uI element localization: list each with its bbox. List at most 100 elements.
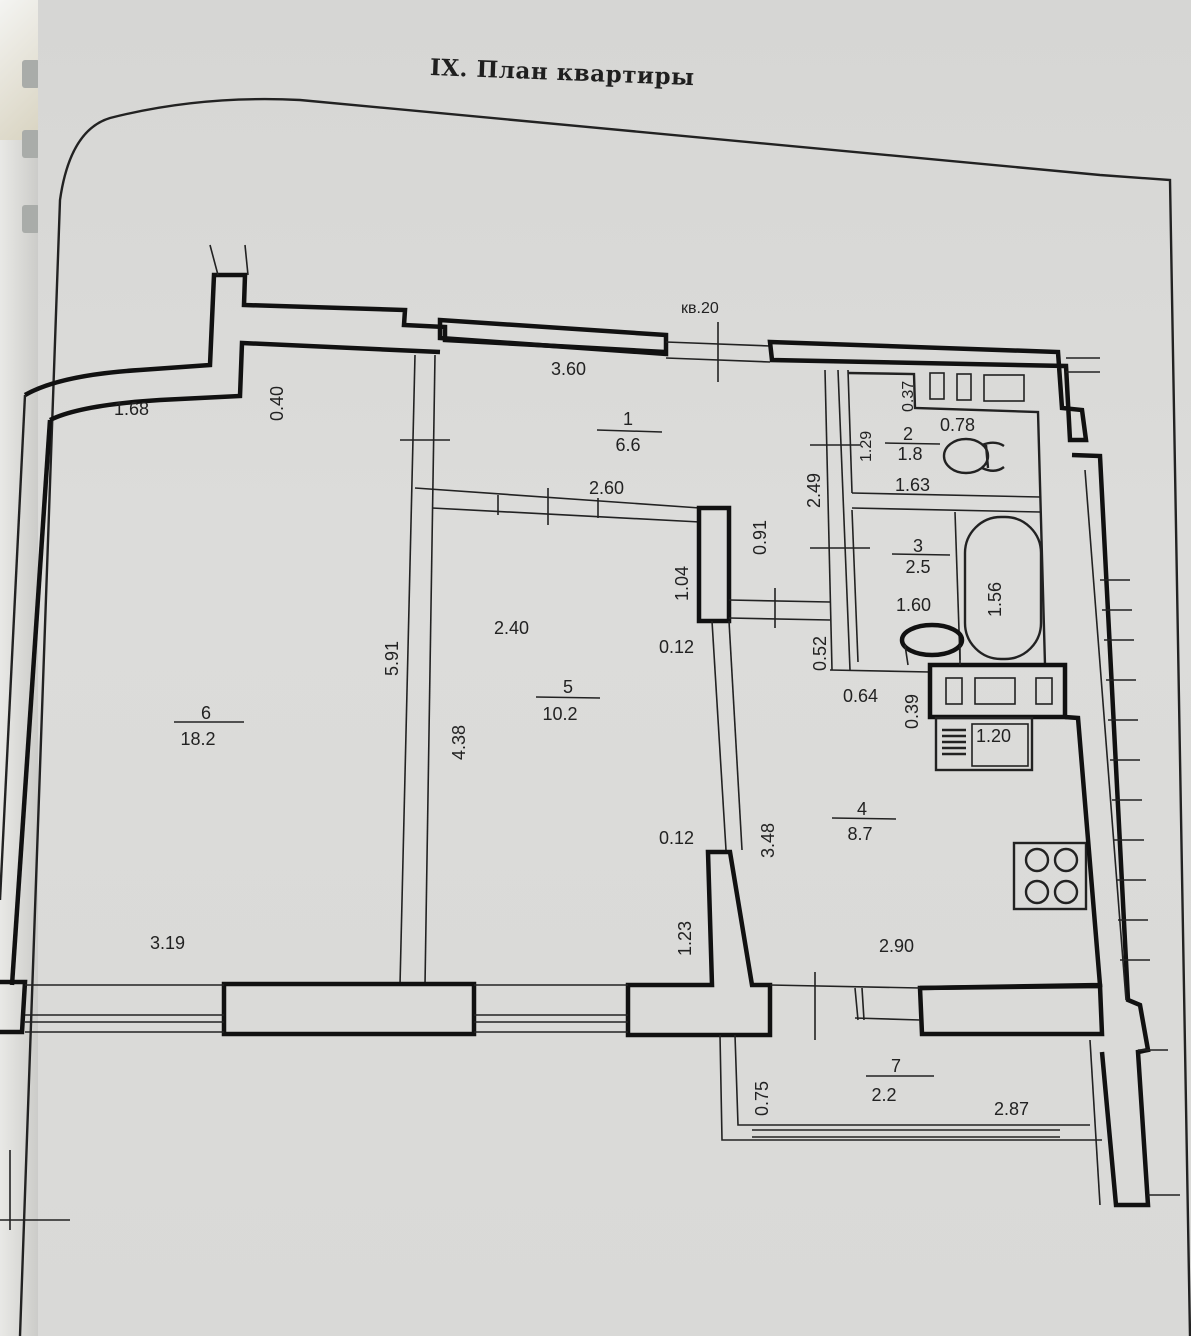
page-frame	[18, 97, 1191, 1336]
room-label-4: 4 8.7	[831, 799, 897, 844]
svg-text:8.7: 8.7	[847, 824, 872, 844]
svg-text:2.2: 2.2	[871, 1085, 896, 1105]
exterior-wall-inner-line	[1084, 469, 1127, 1001]
document-page	[38, 0, 1191, 1336]
svg-text:2.5: 2.5	[905, 557, 930, 577]
dimension-label: 4.38	[449, 725, 469, 760]
svg-text:4: 4	[857, 799, 867, 819]
dimension-label: 0.37	[900, 381, 917, 412]
dimension-label: 1.29	[858, 431, 875, 462]
wc-bath-divider	[851, 492, 1041, 498]
bathtub-icon	[963, 515, 1043, 661]
bath-wall	[851, 509, 859, 663]
apartment-label: кв.20	[681, 300, 719, 317]
dimension-label: 0.39	[902, 694, 922, 729]
dimension-label: 0.40	[267, 386, 287, 421]
balcony-wall	[1089, 1039, 1101, 1206]
dimension-label: 0.64	[843, 686, 878, 706]
balcony-railing	[752, 1129, 1060, 1138]
wall-pier-right	[917, 983, 1105, 1037]
balcony-outline	[734, 1034, 1090, 1126]
wall-room1-top	[437, 317, 669, 357]
wall-room6-left	[9, 419, 53, 986]
room-label-6: 6 18.2	[174, 703, 244, 749]
svg-text:18.2: 18.2	[180, 729, 215, 749]
dimension-label: 2.90	[879, 936, 914, 956]
room-label-3: 3 2.5	[891, 536, 951, 577]
dimension-label: 0.52	[810, 636, 830, 671]
svg-text:6: 6	[201, 703, 211, 723]
partition-line	[399, 354, 416, 986]
dimension-label: 0.78	[940, 415, 975, 435]
dimension-label: 1.60	[896, 595, 931, 615]
wall-pier-center	[625, 849, 773, 1038]
dimension-label: 1.04	[672, 566, 692, 601]
room-label-1: 1 6.6	[596, 409, 663, 455]
partition-room5-room4	[711, 620, 727, 851]
dimension-label: 2.60	[589, 478, 624, 498]
dimension-label: 0.91	[750, 520, 770, 555]
wall-page-left-outer	[0, 394, 27, 901]
svg-text:7: 7	[891, 1056, 901, 1076]
bath-bottom	[829, 669, 931, 673]
interior-wall-room6-top	[48, 340, 441, 423]
partition-bath-block	[824, 369, 833, 671]
facade-ticks	[1100, 579, 1180, 1196]
svg-text:5: 5	[563, 677, 573, 697]
partition-room1-room5	[431, 507, 701, 523]
room-label-7: 7 2.2	[866, 1056, 934, 1105]
dimension-label: 2.40	[494, 618, 529, 638]
sink-icon	[899, 622, 965, 666]
toilet-icon	[942, 437, 1005, 475]
dimension-label: 1.20	[976, 726, 1011, 746]
wall-bottom-piers	[0, 979, 28, 1035]
dimension-label: 1.63	[895, 475, 930, 495]
dimension-label: 3.48	[758, 823, 778, 858]
binder-ring	[22, 60, 40, 88]
balcony-door	[769, 972, 921, 1040]
structural-column	[696, 505, 732, 624]
binder-ring	[22, 130, 40, 158]
wc-wall	[847, 369, 853, 494]
partition-line	[424, 354, 436, 986]
partition-room5-room4	[728, 620, 743, 851]
window	[474, 984, 628, 1033]
bath-divider	[954, 511, 961, 661]
dimension-label: 0.12	[659, 637, 694, 657]
wall-exterior-right	[1071, 452, 1151, 1208]
stove-icon	[1012, 841, 1088, 911]
exterior-wall-room6	[23, 272, 666, 397]
dimension-label: 0.12	[659, 828, 694, 848]
svg-text:2: 2	[903, 424, 913, 444]
partition-room1-room5	[414, 487, 701, 509]
partition-bath-block	[837, 369, 851, 671]
dimension-label: 2.87	[994, 1099, 1029, 1119]
dimension-label: 3.60	[551, 359, 586, 379]
dimension-label: 0.75	[752, 1081, 772, 1116]
binder-ring	[22, 205, 40, 233]
dimension-label: 2.49	[804, 473, 824, 508]
room-label-2: 2 1.8	[884, 424, 941, 464]
dimension-label: 1.23	[675, 921, 695, 956]
wall-pier	[221, 981, 477, 1037]
svg-text:6.6: 6.6	[615, 435, 640, 455]
window	[25, 984, 224, 1033]
partition-line	[728, 599, 831, 603]
dim-tick	[209, 244, 219, 276]
dimension-label: 5.91	[382, 641, 402, 676]
dim-tick	[244, 244, 249, 276]
svg-text:3: 3	[913, 536, 923, 556]
svg-text:1: 1	[623, 409, 633, 429]
wall-right-top	[767, 339, 1089, 443]
dimension-label: 1.68	[114, 399, 149, 419]
kitchen-sink-icon	[934, 716, 1034, 772]
room-label-5: 5 10.2	[535, 677, 601, 724]
ventilation-shaft-icon	[929, 372, 1025, 402]
balcony-outline	[719, 1034, 1102, 1141]
ventilation-shaft-icon	[927, 662, 1068, 720]
svg-text:1.8: 1.8	[897, 444, 922, 464]
wc-bath-divider	[851, 507, 1041, 513]
dimension-label: 3.19	[150, 933, 185, 953]
svg-text:10.2: 10.2	[542, 704, 577, 724]
